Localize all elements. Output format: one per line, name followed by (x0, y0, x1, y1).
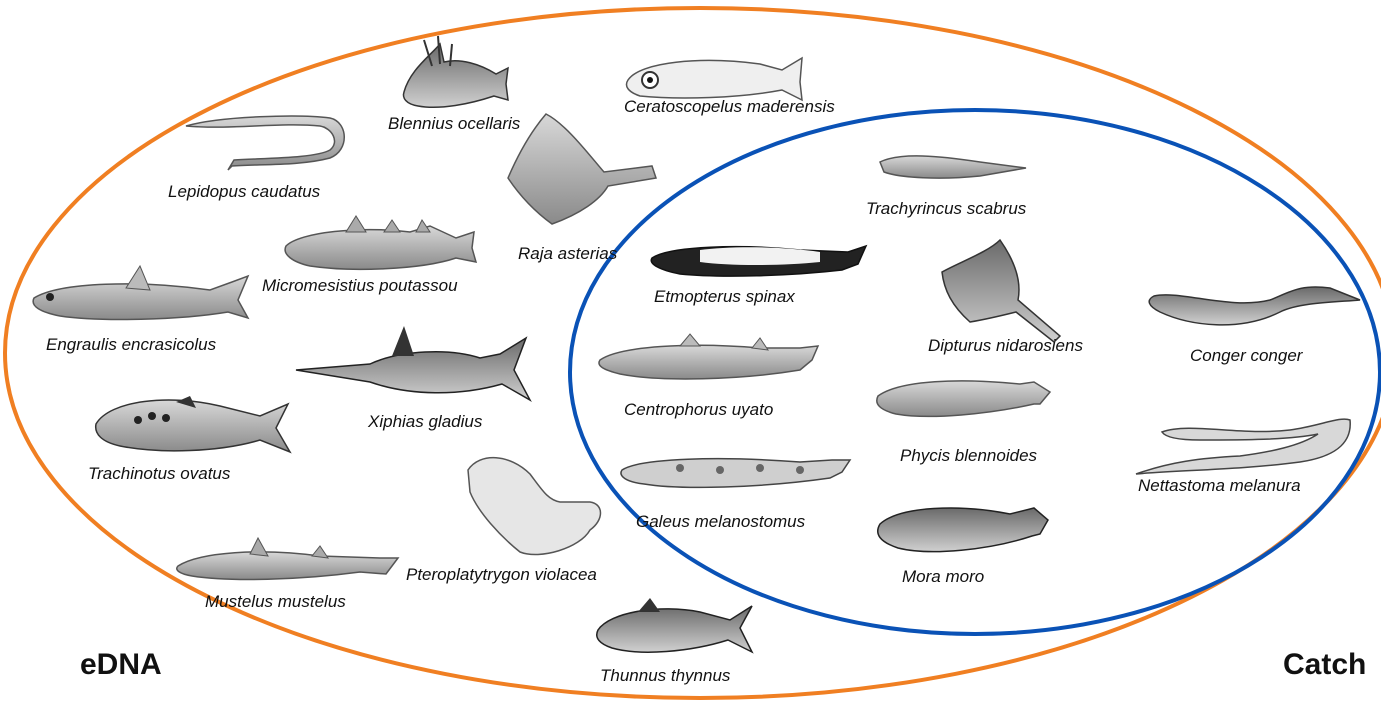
species-label: Dipturus nidarosiens (928, 336, 1083, 356)
ceratoscopelus-fish-drawing (627, 58, 803, 100)
centrophorus-fish-drawing (599, 334, 818, 379)
species-label: Ceratoscopelus maderensis (624, 97, 835, 117)
species-label: Trachinotus ovatus (88, 464, 230, 484)
nettastoma-fish-drawing (1136, 419, 1350, 474)
species-label: Conger conger (1190, 346, 1302, 366)
species-label: Lepidopus caudatus (168, 182, 320, 202)
species-label: Galeus melanostomus (636, 512, 805, 532)
conger-fish-drawing (1149, 287, 1360, 325)
species-label: Thunnus thynnus (600, 666, 730, 686)
species-label: Centrophorus uyato (624, 400, 773, 420)
dipturus-drawing (942, 240, 1060, 342)
species-label: Etmopterus spinax (654, 287, 795, 307)
engraulis-fish-drawing (33, 266, 248, 319)
edna-set-label: eDNA (80, 648, 162, 682)
species-label: Mustelus mustelus (205, 592, 346, 612)
catch-set-label: Catch (1283, 648, 1366, 682)
trachinotus-fish-drawing (96, 396, 290, 452)
species-label: Xiphias gladius (368, 412, 482, 432)
trachyrincus-fish-drawing (880, 156, 1026, 178)
species-label: Micromesistius poutassou (262, 276, 458, 296)
raja-asterias-drawing (508, 114, 656, 224)
species-label: Engraulis encrasicolus (46, 335, 216, 355)
blennius-fish-drawing (404, 36, 508, 107)
xiphias-fish-drawing (296, 326, 530, 400)
species-label: Nettastoma melanura (1138, 476, 1301, 496)
thunnus-fish-drawing (597, 598, 752, 652)
phycis-fish-drawing (877, 381, 1050, 417)
micromesistius-fish-drawing (285, 216, 476, 269)
species-label: Raja asterias (518, 244, 617, 264)
species-label: Blennius ocellaris (388, 114, 520, 134)
mustelus-fish-drawing (177, 538, 398, 579)
pteroplatytrygon-drawing (468, 458, 601, 555)
mora-fish-drawing (878, 508, 1048, 552)
lepidopus-fish-drawing (186, 116, 344, 170)
species-label: Mora moro (902, 567, 984, 587)
species-label: Trachyrincus scabrus (866, 199, 1026, 219)
species-label: Phycis blennoides (900, 446, 1037, 466)
galeus-fish-drawing (621, 459, 850, 488)
species-label: Pteroplatytrygon violacea (406, 565, 597, 585)
etmopterus-fish-drawing (651, 246, 866, 276)
